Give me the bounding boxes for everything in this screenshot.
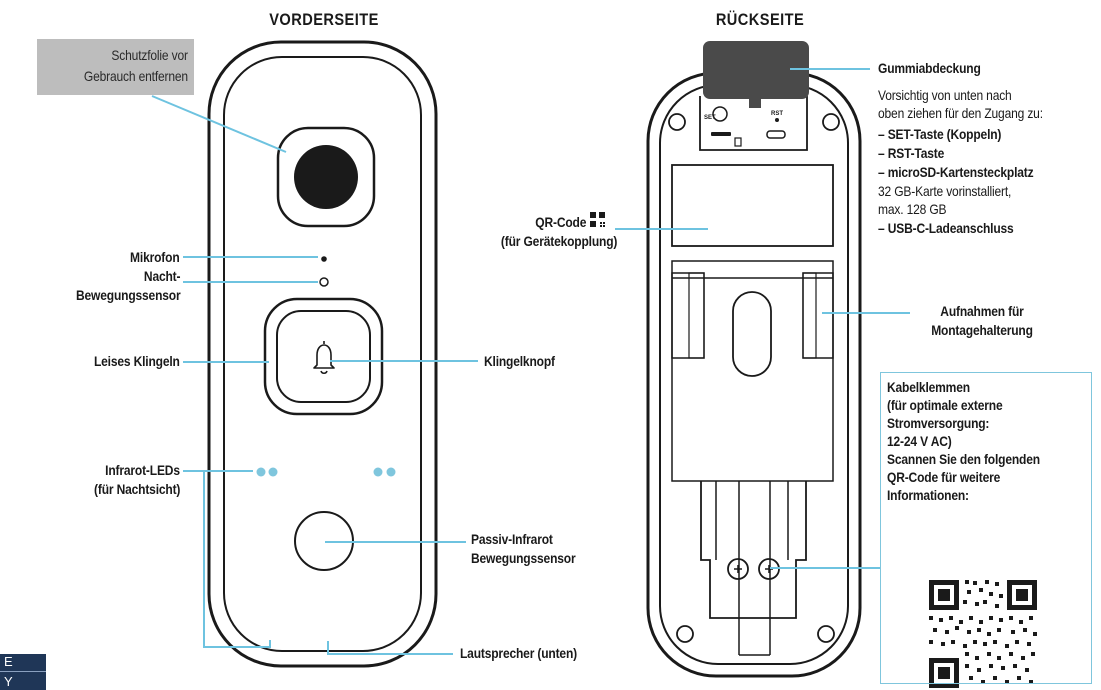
- ir-leds-label-1: Infrarot-LEDs: [105, 462, 180, 478]
- lang-tab-top: E: [4, 654, 13, 669]
- microphone-label: Mikrofon: [130, 249, 181, 265]
- item-rst-button: – RST-Taste: [878, 145, 945, 161]
- pir-label-1: Passiv-Infrarot: [471, 531, 553, 547]
- night-sensor-label-2: Bewegungssensor: [75, 287, 181, 303]
- info-line-2: (für optimale externe: [887, 397, 1003, 413]
- info-line-7: Informationen:: [887, 487, 969, 503]
- pir-label-2: Bewegungssensor: [471, 550, 576, 566]
- pull-text-1: Vorsichtig von unten nach: [878, 87, 1012, 103]
- terminal-info-box: Kabelklemmen (für optimale externe Strom…: [880, 372, 1092, 684]
- lang-tab-divider: [0, 671, 46, 672]
- set-label: SET: [704, 115, 716, 121]
- sd-note-2: max. 128 GB: [878, 201, 947, 217]
- ir-leds: [256, 467, 396, 477]
- film-text-2: Gebrauch entfernen: [83, 68, 188, 84]
- item-sd-slot: – microSD-Kartensteckplatz: [878, 164, 1034, 180]
- quiet-ring-label: Leises Klingeln: [94, 353, 180, 369]
- speaker-label: Lautsprecher (unten): [460, 645, 577, 661]
- lang-tab-bottom: Y: [4, 674, 13, 689]
- info-line-4: 12-24 V AC): [887, 433, 952, 449]
- night-sensor-label-1: Nacht-: [143, 268, 181, 284]
- front-device: [207, 40, 438, 668]
- front-heading: VORDERSEITE: [269, 10, 379, 29]
- mount-label-2: Montagehalterung: [931, 322, 1033, 338]
- pull-text-2: oben ziehen für den Zugang zu:: [878, 105, 1043, 121]
- qr-code-label-1: QR-Code: [535, 214, 586, 230]
- rubber-cover: [703, 41, 809, 108]
- leader-lines: [151, 68, 910, 655]
- bell-button-label: Klingelknopf: [484, 353, 555, 369]
- sd-note-1: 32 GB-Karte vorinstalliert,: [878, 183, 1012, 199]
- protective-film-note: Schutzfolie vor Gebrauch entfernen: [37, 39, 194, 95]
- info-line-5: Scannen Sie den folgenden: [887, 451, 1040, 467]
- film-text-1: Schutzfolie vor: [111, 47, 189, 63]
- info-line-3: Stromversorgung:: [887, 415, 990, 431]
- info-line-6: QR-Code für weitere: [887, 469, 1001, 485]
- bell-icon: [313, 341, 335, 375]
- rst-label: RST: [771, 111, 783, 117]
- item-set-button: – SET-Taste (Koppeln): [878, 126, 1002, 142]
- ir-leds-label-2: (für Nachtsicht): [93, 481, 180, 497]
- qr-code-label-2: (für Gerätekopplung): [500, 233, 617, 249]
- qr-icon: [590, 212, 605, 227]
- rubber-cover-label: Gummiabdeckung: [878, 60, 981, 76]
- back-device: [646, 71, 862, 678]
- back-heading: RÜCKSEITE: [715, 10, 805, 29]
- info-line-1: Kabelklemmen: [887, 379, 970, 395]
- qr-modules: [929, 580, 1037, 684]
- language-tab: E Y: [0, 654, 46, 690]
- item-usb-port: – USB-C-Ladeanschluss: [878, 220, 1014, 236]
- mount-label-1: Aufnahmen für: [940, 303, 1024, 319]
